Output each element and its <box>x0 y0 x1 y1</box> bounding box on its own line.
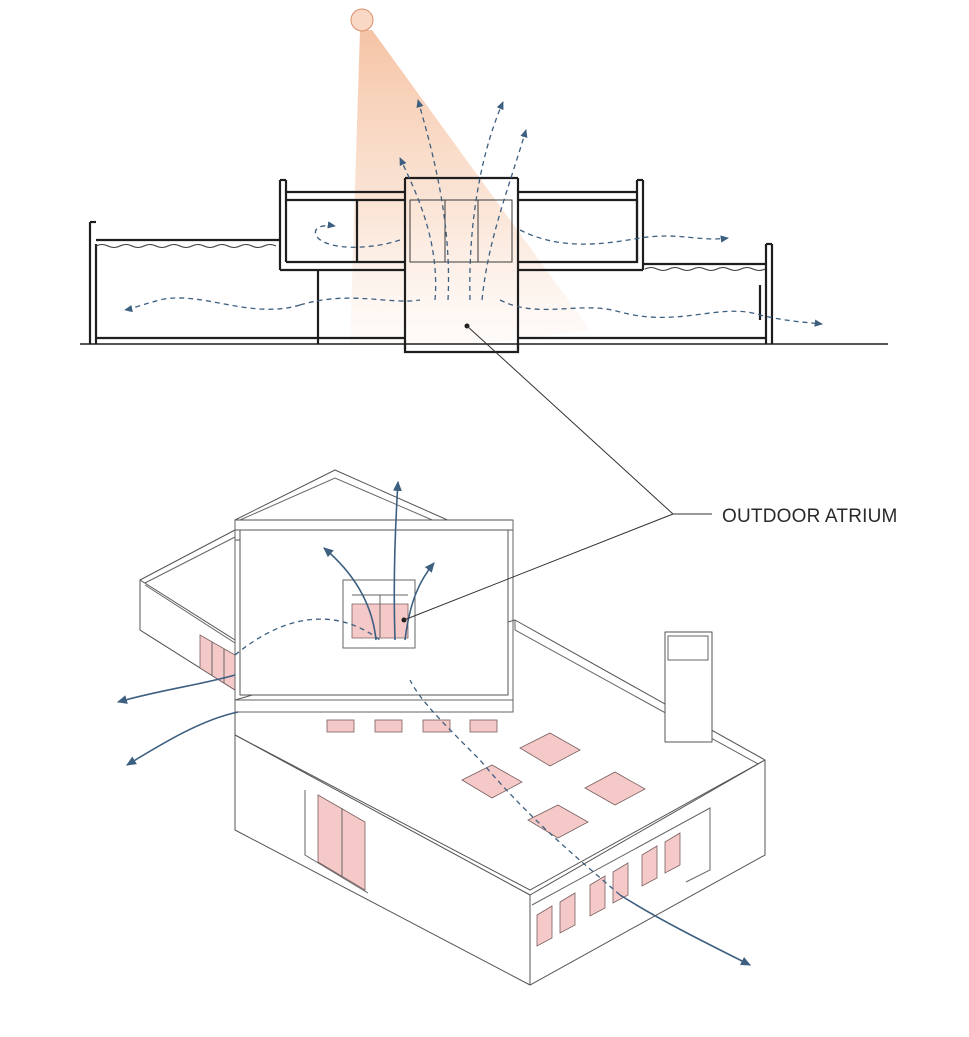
flow-arrow-right-wing <box>499 299 823 327</box>
sun-icon <box>350 8 374 32</box>
flow-arrow-up-4 <box>481 129 528 301</box>
sunlight-cone <box>350 30 590 345</box>
callout-label: OUTDOOR ATRIUM <box>722 506 898 527</box>
flow-arrow-upper-left <box>314 221 401 248</box>
flow-arrow-up-1 <box>399 157 437 301</box>
flow-arrow-up-3 <box>469 101 504 301</box>
flow-arrow-ground-path <box>409 679 621 896</box>
flow-arrow-out-left-upper <box>116 674 236 704</box>
atrium-section <box>403 176 520 354</box>
leader-line-upper <box>466 325 712 515</box>
flow-arrow-up-2 <box>416 99 450 301</box>
flow-arrow-up-right <box>404 562 435 641</box>
chimney <box>664 631 713 743</box>
side-wall-glazing <box>531 807 711 947</box>
section-airflow <box>124 99 823 327</box>
flow-arrow-out-right <box>619 894 752 966</box>
upper-volume-top <box>234 519 514 531</box>
axonometric-airflow <box>116 480 752 966</box>
flow-arrow-up-main <box>392 480 402 641</box>
flow-arrow-left-wing <box>124 297 301 313</box>
building-section <box>80 8 888 354</box>
roof-skylights <box>461 732 646 839</box>
flow-arrow-out-left-lower <box>126 711 239 766</box>
leader-line-lower <box>403 513 674 621</box>
flow-arrow-left-wing-inner <box>299 297 421 306</box>
right-wing-section <box>518 242 774 344</box>
flow-arrow-up-left <box>323 547 377 641</box>
upper-left-block-section <box>278 178 407 350</box>
left-wing-section <box>88 220 405 344</box>
flow-arrow-upper-right <box>519 229 729 245</box>
upper-right-block-section <box>518 178 645 272</box>
atrium-callout: OUTDOOR ATRIUM <box>403 325 898 621</box>
building-axonometric <box>116 469 766 986</box>
